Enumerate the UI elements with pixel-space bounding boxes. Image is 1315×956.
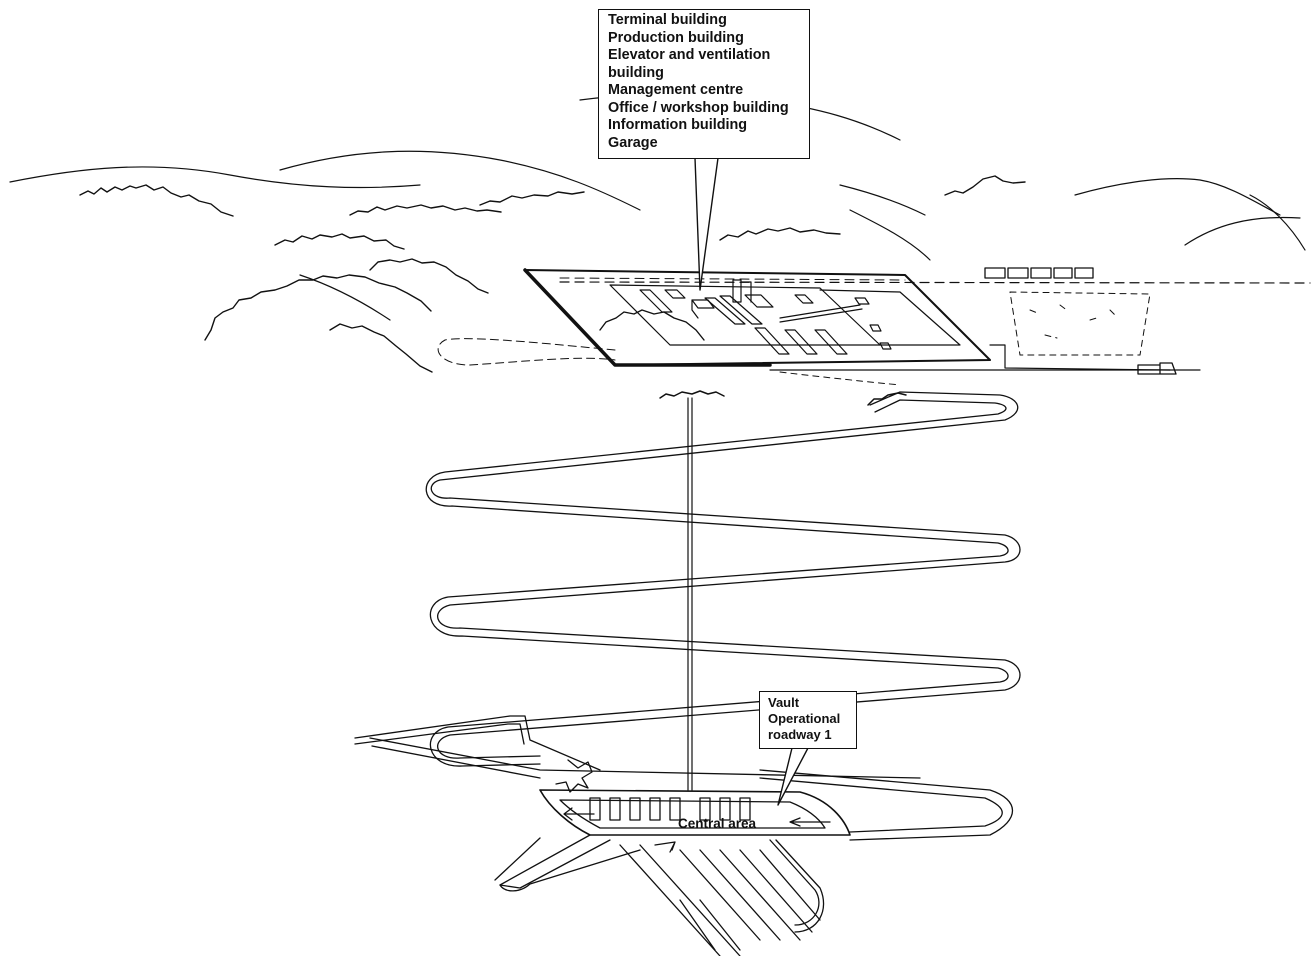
- callout-line-roadway: roadway 1: [768, 727, 832, 742]
- site-road-right: [989, 344, 1171, 371]
- repository-outline: [539, 789, 851, 836]
- tree-line-2: [274, 233, 405, 250]
- building-13: [879, 342, 892, 350]
- vault-callout-pointer: [777, 747, 809, 806]
- access-cross-passage: [555, 759, 593, 793]
- tree-line-5: [719, 227, 841, 241]
- side-tunnel-left: [354, 715, 601, 771]
- lower-left-tunnel-branch: [499, 849, 641, 892]
- deposition-tunnels: [589, 797, 751, 821]
- site-inner-area-right: [819, 289, 961, 346]
- building-12: [869, 324, 882, 332]
- rock-storage-detail: [1029, 304, 1117, 339]
- callout-line-management-centre: Management centre: [608, 82, 744, 98]
- train-cars: [984, 267, 1094, 279]
- repository-inner: [559, 799, 826, 829]
- building-4: [704, 297, 746, 325]
- spiral-ramp: [425, 391, 1021, 767]
- vegetation: [79, 175, 1026, 373]
- main-tunnel-right: [759, 769, 1014, 841]
- repository-end-arrow-right: [789, 817, 831, 827]
- callout-line-office-workshop: Office / workshop building: [608, 99, 789, 116]
- building-2: [664, 289, 686, 299]
- building-10: [794, 294, 814, 304]
- hill-ridge-far-left: [9, 166, 421, 189]
- callout-line-garage: Garage: [608, 134, 658, 151]
- conveyor: [779, 304, 863, 323]
- surface-site: [523, 268, 1311, 386]
- tree-line-3: [349, 204, 502, 216]
- tree-line-6: [944, 175, 1026, 196]
- rock-storage-area: [1009, 291, 1151, 356]
- vault-callout: Vault Operational roadway 1: [759, 691, 857, 749]
- building-3: [691, 299, 715, 319]
- site-road-dashed-top-2: [559, 277, 906, 281]
- lower-right-tunnel: [769, 839, 825, 933]
- callout-line-building: building: [608, 64, 664, 81]
- building-9: [814, 329, 848, 355]
- deposition-shafts-lower: [619, 844, 821, 956]
- ramp-descent-top-inner: [425, 399, 1009, 767]
- hill-ridge-right-1: [839, 184, 926, 216]
- tree-line-1: [79, 184, 234, 217]
- truck-body: [1137, 362, 1177, 375]
- hill-ridge-lower-left: [299, 274, 391, 321]
- tree-cluster-left: [204, 274, 432, 341]
- surface-callout-pointer: [694, 157, 719, 291]
- hill-ridge-right-5: [849, 209, 931, 261]
- callout-line-terminal-building: Terminal building: [608, 12, 727, 28]
- building-6: [744, 294, 774, 308]
- central-area-label: Central area: [678, 816, 757, 831]
- surface-buildings-callout: Terminal building Production building El…: [598, 9, 810, 159]
- ramp-mound: [867, 392, 907, 406]
- hill-ridge-right-3: [1184, 216, 1301, 246]
- tree-cluster-mid: [369, 258, 489, 294]
- central-area-arrow: [654, 841, 676, 853]
- site-road-dashed-top: [559, 281, 1311, 284]
- repository-level: [354, 715, 1014, 956]
- repository-end-arrow-left: [563, 807, 595, 821]
- lower-left-tunnel: [494, 834, 611, 889]
- callout-line-information-building: Information building: [608, 117, 748, 133]
- tree-line-4: [479, 191, 585, 206]
- tree-cluster-site: [599, 309, 705, 341]
- train: [984, 267, 1094, 279]
- truck: [1137, 362, 1177, 375]
- ramp-descent-top: [430, 391, 1021, 759]
- building-1: [639, 289, 673, 313]
- callout-line-vault: Vault: [768, 695, 800, 710]
- rock-storage-outline: [1009, 291, 1151, 356]
- callout-line-elevator-ventilation: Elevator and ventilation: [608, 47, 771, 63]
- building-5: [719, 295, 763, 325]
- hill-ridge-right-2: [1074, 178, 1281, 216]
- building-11: [854, 297, 870, 305]
- site-platform-outline: [524, 269, 991, 366]
- site-exit-dashed: [779, 371, 901, 386]
- building-7: [754, 327, 790, 355]
- callout-line-operational: Operational: [768, 711, 841, 726]
- landscape-hills: [9, 94, 1306, 321]
- site-inner-area: [609, 284, 881, 346]
- shaft-top-mound: [659, 390, 725, 399]
- ramp-entrance-loop: [437, 338, 616, 366]
- building-8: [784, 329, 818, 355]
- ramp-entrance: [437, 338, 616, 366]
- vertical-shafts: [659, 390, 725, 791]
- hill-ridge-right-4: [1249, 194, 1306, 251]
- tree-cluster-left-lower: [329, 323, 433, 373]
- hill-ridge-center: [279, 150, 641, 211]
- callout-line-production-building: Production building: [608, 29, 744, 46]
- site-platform-edge-thick: [523, 268, 772, 367]
